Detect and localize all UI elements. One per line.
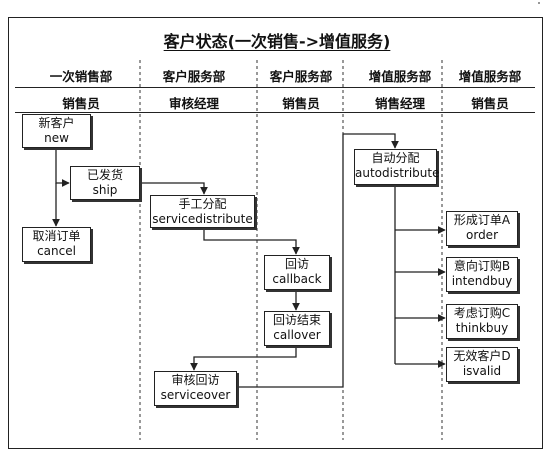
node-serviceover-en: serviceover [160,388,231,402]
scan-speck [538,2,540,4]
node-callback-en: callback [272,272,322,286]
node-new: 新客户 new [22,114,91,148]
node-order-cn: 形成订单A [453,213,511,227]
node-ship: 已发货 ship [70,166,140,200]
edge-serviceover-autodistribute [238,133,399,388]
node-cancel: 取消订单 cancel [22,227,91,262]
node-cancel-cn: 取消订单 [32,229,81,243]
node-new-en: new [44,131,69,145]
lane-2-dept: 客户服务部 [162,69,226,84]
header-divider [15,87,535,88]
diagram-title-text: 客户状态(一次销售->增值服务) [163,32,391,51]
node-isvalid: 无效客户D isvalid [446,347,518,382]
node-order-en: order [466,228,498,242]
node-serviceover: 审核回访 serviceover [154,371,237,406]
node-callback-cn: 回访 [284,257,309,271]
node-callover-cn: 回访结束 [272,313,321,327]
node-thinkbuy: 考虑订购C thinkbuy [446,304,518,339]
lane-1-dept: 一次销售部 [49,69,113,84]
node-servicedistribute-en: servicedistribute [152,212,253,226]
role-divider [15,112,535,113]
lane-4-role: 销售经理 [374,96,425,111]
node-new-cn: 新客户 [38,116,75,130]
node-intendbuy: 意向订购B intendbuy [446,257,518,292]
node-servicedistribute: 手工分配 servicedistribute [150,195,255,228]
node-autodistribute-en: autodistribute [355,166,440,180]
node-order: 形成订单A order [446,211,518,246]
node-serviceover-cn: 审核回访 [171,373,220,387]
lane-4-dept: 增值服务部 [368,69,432,84]
node-isvalid-cn: 无效客户D [453,349,511,363]
node-intendbuy-en: intendbuy [451,274,513,288]
edge-servicedistribute-callback [203,226,300,255]
lane-1-role: 销售员 [62,96,100,111]
node-thinkbuy-en: thinkbuy [455,321,509,335]
node-intendbuy-cn: 意向订购B [453,259,511,273]
lane-5-dept: 增值服务部 [458,69,522,84]
node-callover-en: callover [273,328,321,342]
edge-callover-serviceover [190,345,297,371]
diagram-frame [8,17,543,449]
lane-3-role: 销售员 [282,96,320,111]
lane-2-role: 审核经理 [168,96,219,111]
lane-3-dept: 客户服务部 [269,69,333,84]
node-ship-cn: 已发货 [86,168,123,182]
node-ship-en: ship [92,183,118,197]
node-autodistribute: 自动分配 autodistribute [354,149,440,185]
diagram-title: 客户状态(一次销售->增值服务) [0,28,554,52]
node-callover: 回访结束 callover [264,311,330,346]
edge-new-ship [55,148,70,187]
node-autodistribute-cn: 自动分配 [371,151,420,165]
node-servicedistribute-cn: 手工分配 [178,197,227,211]
node-isvalid-en: isvalid [462,364,502,378]
lane-5-role: 销售员 [471,96,509,111]
edge-ship-servicedistribute [140,182,208,195]
node-cancel-en: cancel [37,244,76,258]
node-callback: 回访 callback [264,255,330,290]
node-thinkbuy-cn: 考虑订购C [453,306,511,320]
